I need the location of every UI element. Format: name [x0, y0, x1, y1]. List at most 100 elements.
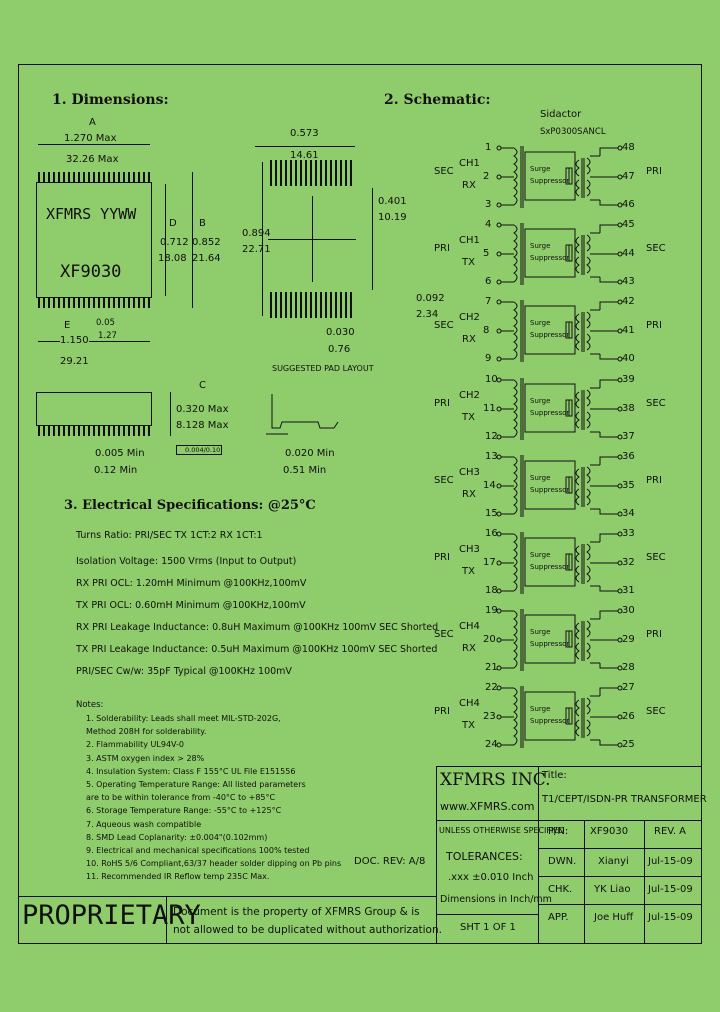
dim-d-inch: 0.712 [160, 237, 189, 248]
pin-left-number: 19 [485, 605, 498, 617]
note-line: 9. Electrical and mechanical specificati… [86, 846, 310, 855]
dim-a-line [38, 144, 150, 145]
note-line: 3. ASTM oxygen index > 28% [86, 753, 205, 763]
dimensions-heading: 1. Dimensions: [52, 92, 169, 108]
suppressor-label-2: Suppressor [530, 640, 570, 649]
dwn-label: DWN. [548, 856, 577, 867]
pin-right-number: 42 [622, 296, 635, 308]
pn-label: P/N: [548, 826, 569, 837]
sidactor-part: SxP0300SANCL [540, 127, 606, 137]
suppressor-label-1: Surge [530, 242, 551, 251]
pad-width-inch: 0.573 [290, 128, 319, 139]
pin-left-number: 7 [485, 296, 492, 308]
footprint-detail [266, 394, 339, 435]
chk-date: Jul-15-09 [648, 884, 693, 895]
suppressor-label-2: Suppressor [530, 254, 570, 263]
block-left-side: PRI [434, 243, 450, 255]
transformer-block [496, 608, 623, 672]
company-website[interactable]: www.XFMRS.com [440, 800, 535, 813]
pin-left-number: 11 [483, 402, 496, 414]
pin-right-number: 40 [622, 353, 635, 365]
dim-e-label: E [64, 320, 71, 331]
pin-right-number: 27 [622, 682, 635, 694]
block-left-side: SEC [434, 474, 454, 486]
spec-line: TX PRI OCL: 0.60mH Minimum @100KHz,100mV [76, 600, 306, 611]
body-marking-line1: XFMRS YYWW [46, 205, 137, 223]
dim-d-line [165, 184, 166, 296]
pin-right-number: 36 [622, 450, 635, 462]
pad-a-mm: 10.19 [378, 212, 407, 223]
block-channel: CH2 [459, 389, 480, 401]
suppressor-label-2: Suppressor [530, 331, 570, 340]
note-line: 5. Operating Temperature Range: All list… [86, 780, 306, 789]
block-right-side: SEC [646, 706, 666, 718]
foot-inch: 0.020 Min [285, 448, 335, 459]
dim-b-label: B [199, 218, 206, 229]
dim-b-line [192, 172, 193, 308]
pin-left-number: 16 [485, 528, 498, 539]
block-direction: TX [462, 411, 475, 423]
transformer-block [496, 685, 623, 749]
note-line: 10. RoHS 5/6 Compliant,63/37 header sold… [86, 859, 342, 869]
dim-d-label: D [169, 218, 177, 229]
suppressor-label-2: Suppressor [530, 177, 570, 185]
pin-right-number: 45 [622, 219, 635, 231]
suppressor-label-1: Surge [530, 705, 551, 714]
pin-right-number: 32 [622, 557, 635, 568]
app-name: Joe Huff [594, 912, 634, 923]
pad-a-inch: 0.401 [378, 196, 407, 207]
transformer-block [496, 299, 623, 363]
dim-e-mm: 29.21 [60, 356, 89, 367]
note-line: 2. Flammability UL94V-0 [86, 740, 185, 750]
spec-line: Isolation Voltage: 1500 Vrms (Input to O… [76, 556, 297, 567]
block-right-side: PRI [646, 474, 662, 486]
spec-line: PRI/SEC Cw/w: 35pF Typical @100KHz 100mV [76, 666, 292, 677]
suppressor-label-2: Suppressor [530, 563, 570, 571]
pin-left-number: 1 [485, 142, 492, 153]
spec-line: RX PRI Leakage Inductance: 0.8uH Maximum… [76, 622, 439, 633]
dwn-date: Jul-15-09 [648, 856, 693, 867]
pin-left-number: 22 [485, 682, 498, 694]
block-direction: RX [462, 643, 476, 655]
transformer-block [496, 454, 623, 517]
pin-left-number: 13 [485, 450, 498, 462]
dim-pitch-mm: 1.27 [98, 331, 117, 341]
tolerances-value: .xxx ±0.010 Inch [448, 872, 534, 883]
pin-right-number: 33 [622, 528, 635, 539]
block-left-side: SEC [434, 166, 454, 177]
pin-right-number: 43 [622, 276, 635, 288]
block-channel: CH4 [459, 621, 480, 633]
pin-left-number: 14 [483, 479, 496, 491]
pin-left-number: 6 [485, 276, 492, 288]
foot-mm: 0.51 Min [283, 465, 327, 476]
block-direction: RX [462, 334, 476, 346]
title-block [436, 766, 702, 944]
block-direction: TX [462, 566, 475, 577]
pin-left-number: 15 [485, 507, 498, 519]
pad-height-inch: 0.894 [242, 228, 271, 239]
pin-left-number: 20 [483, 634, 496, 646]
suppressor-label-1: Surge [530, 473, 551, 482]
tb-v1 [538, 766, 539, 944]
block-left-side: SEC [434, 320, 454, 332]
pin-left-number: 23 [483, 711, 496, 723]
dim-lead-mm: 0.12 Min [94, 465, 138, 476]
suppressor-label-1: Surge [530, 396, 551, 405]
block-left-side: PRI [434, 552, 450, 563]
block-left-side: SEC [434, 629, 454, 641]
note-line: 1. Solderability: Leads shall meet MIL-S… [86, 714, 281, 723]
block-right-side: PRI [646, 629, 662, 641]
pin-left-number: 4 [485, 219, 492, 231]
pin-right-number: 37 [622, 430, 635, 442]
block-direction: TX [462, 720, 475, 732]
dim-c-inch: 0.320 Max [176, 404, 229, 415]
tb-v2 [584, 820, 585, 944]
transformer-block [496, 531, 623, 594]
pad-height-mm: 22.71 [242, 244, 271, 255]
dim-c-label: C [199, 380, 206, 391]
drawing-title: T1/CEPT/ISDN-PR TRANSFORMER [542, 794, 707, 805]
pin-right-number: 31 [622, 585, 635, 596]
coplanarity-value: 0.004/0.10 [185, 446, 221, 454]
pad-width-mm: 14.61 [290, 150, 319, 161]
dimension-units: Dimensions in Inch/mm [440, 894, 552, 905]
